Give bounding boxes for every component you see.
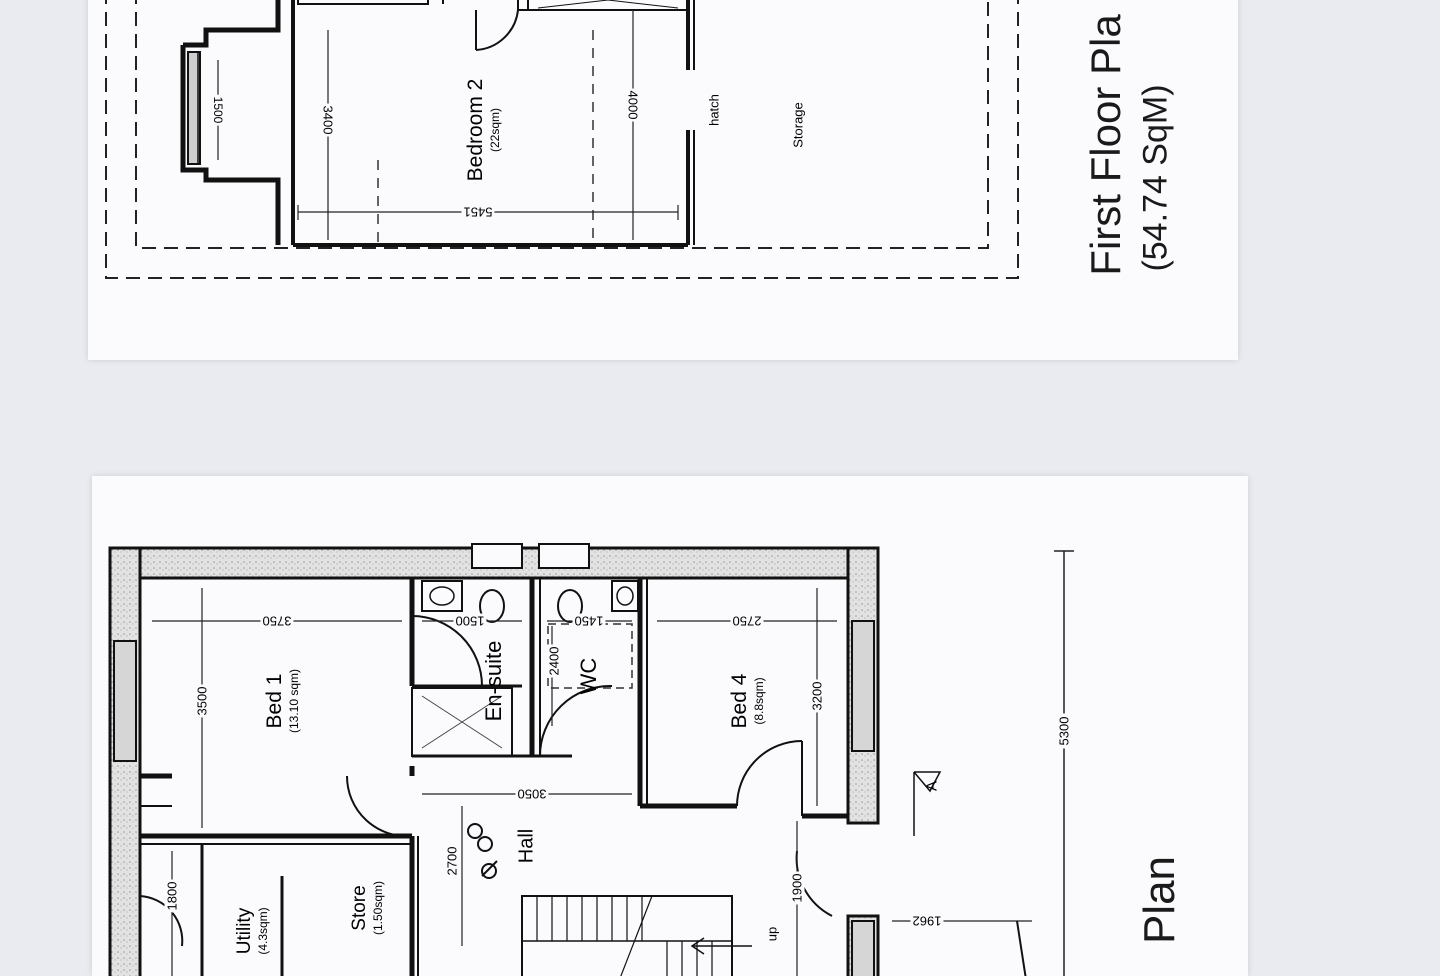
first-floor-title: First Floor Pla xyxy=(1082,14,1129,276)
hatch-label: hatch xyxy=(706,94,722,126)
dim-1500: 1500 xyxy=(453,613,487,629)
toilet-wc xyxy=(557,589,583,623)
door-wc xyxy=(539,684,613,757)
dormer-wall-top xyxy=(183,0,281,48)
dim-5300: 5300 xyxy=(1056,713,1072,749)
dim-3050: 3050 xyxy=(515,786,549,802)
room-bed-1: Bed 1 (13.10 sqm) xyxy=(263,669,301,733)
dim-1900: 1900 xyxy=(789,871,805,905)
first-floor-area: (54.74 SqM) xyxy=(1136,84,1175,272)
outer-eaves-line xyxy=(105,0,1019,279)
window-bed4 xyxy=(851,620,875,752)
room-area: (4.3sqm) xyxy=(256,907,270,955)
stairs-up-label: up xyxy=(764,926,780,942)
dim-2700: 2700 xyxy=(444,844,460,878)
ground-floor-title: Plan xyxy=(1135,855,1184,945)
room-wc: WC xyxy=(576,657,601,695)
shower-tray xyxy=(411,687,513,757)
ground-floor-sheet: 3750 1500 1450 2750 3500 2400 3200 3050 … xyxy=(92,476,1248,976)
first-floor-sheet: 1500 3400 4000 5451 Bedroom 2 (22sqm) ha… xyxy=(88,0,1238,360)
room-area: (13.10 sqm) xyxy=(287,668,301,734)
room-bedroom-2: Bedroom 2 (22sqm) xyxy=(464,79,502,182)
dim-2750: 2750 xyxy=(730,613,764,629)
room-name: Store xyxy=(349,885,370,931)
dim-4000: 4000 xyxy=(625,88,641,122)
dim-3500: 3500 xyxy=(194,684,210,718)
dim-1500-first: 1500 xyxy=(211,94,225,126)
room-store: Store (1.50sqm) xyxy=(349,881,385,935)
room-area: (22sqm) xyxy=(488,107,502,153)
room-area: (1.50sqm) xyxy=(371,880,385,936)
door-bed1 xyxy=(345,775,413,838)
basin-ensuite xyxy=(421,580,463,612)
door-ensuite xyxy=(411,615,483,687)
window-bed1 xyxy=(113,640,137,762)
room-area: (8.8sqm) xyxy=(752,677,766,725)
dormer-window xyxy=(187,51,201,165)
section-a-label: A xyxy=(923,780,941,792)
dim-5451: 5451 xyxy=(461,204,495,220)
ground-floor-plan-drawing xyxy=(108,543,1074,976)
room-bed-4: Bed 4 (8.8sqm) xyxy=(728,674,766,729)
door-swing xyxy=(475,9,519,51)
basin-wc xyxy=(611,580,639,612)
toilet-ensuite xyxy=(479,589,505,623)
dim-2400: 2400 xyxy=(546,644,562,678)
room-en-suite: En-suite xyxy=(481,640,506,722)
room-hall: Hall xyxy=(515,828,538,864)
room-name: Bedroom 2 xyxy=(464,78,487,182)
stair-treads xyxy=(536,896,713,976)
section-marker xyxy=(913,771,942,793)
dim-3750: 3750 xyxy=(260,613,294,629)
dim-1800: 1800 xyxy=(164,879,180,913)
inner-eaves-line xyxy=(135,0,989,249)
room-name: Bed 4 xyxy=(728,673,751,729)
first-floor-plan-drawing xyxy=(105,0,1019,279)
dim-1962: 1962 xyxy=(910,913,944,929)
room-name: Utility xyxy=(234,907,255,955)
room-utility: Utility (4.3sqm) xyxy=(234,907,270,954)
dim-3400: 3400 xyxy=(320,103,336,137)
room-storage: Storage xyxy=(790,102,806,148)
dim-3200: 3200 xyxy=(809,679,825,713)
dim-1450: 1450 xyxy=(572,613,606,629)
door-bed4 xyxy=(736,740,803,807)
room-name: Bed 1 xyxy=(263,673,286,729)
dormer-wall xyxy=(180,45,281,245)
